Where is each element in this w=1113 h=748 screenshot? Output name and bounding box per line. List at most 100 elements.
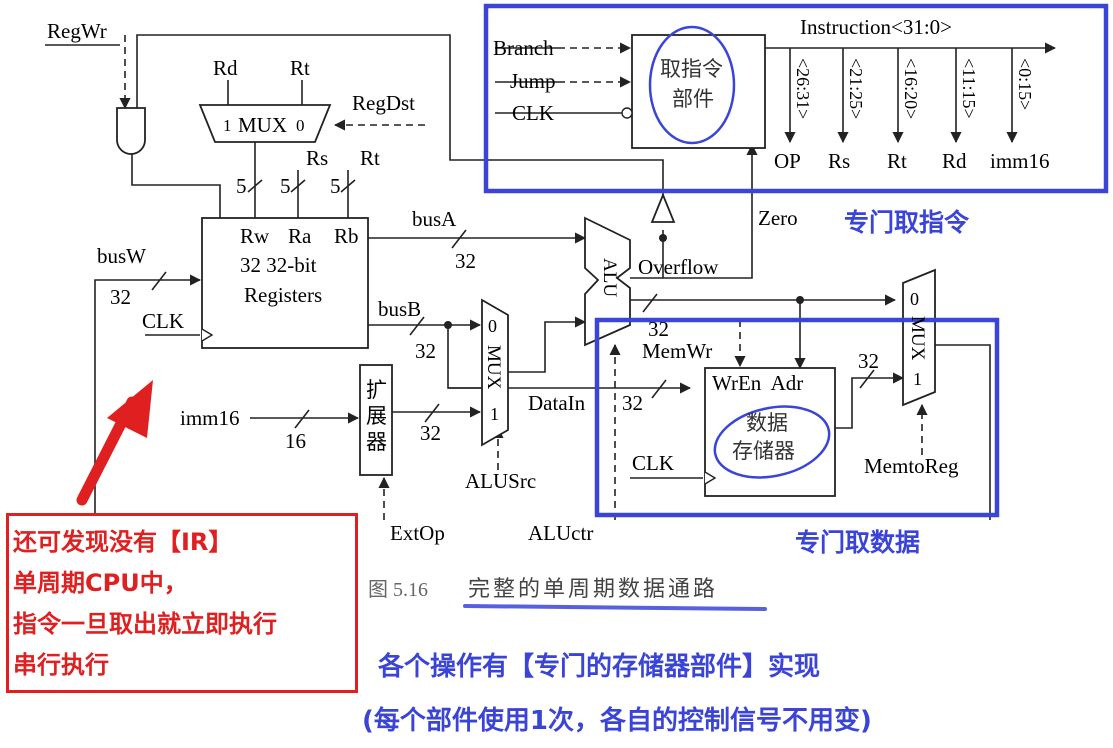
label-memwr: MemWr bbox=[642, 339, 712, 363]
ir-note-line-1: 还可发现没有【IR】 bbox=[13, 528, 233, 556]
label-clk-ifu: CLK bbox=[512, 101, 554, 125]
label-dm-2: 存储器 bbox=[732, 439, 795, 463]
label-mux-b0: 0 bbox=[488, 316, 497, 336]
ir-note-line-4: 串行执行 bbox=[13, 651, 109, 679]
label-regdst: RegDst bbox=[352, 91, 415, 115]
label-clk-dm: CLK bbox=[632, 451, 674, 475]
clk-triangle-dm bbox=[704, 471, 717, 485]
label-ifu-1: 取指令 bbox=[660, 57, 723, 81]
label-busa: busA bbox=[412, 207, 457, 231]
label-rd: Rd bbox=[213, 56, 238, 80]
label-regwr: RegWr bbox=[47, 19, 107, 43]
instruction-fetch-unit bbox=[631, 34, 766, 149]
label-32-ext: 32 bbox=[420, 421, 441, 445]
label-rd-out: Rd bbox=[942, 149, 967, 173]
label-op: OP bbox=[774, 149, 801, 173]
label-reg-line2: Registers bbox=[244, 283, 322, 307]
label-field-rs: <21:25> bbox=[846, 58, 866, 119]
and-gate bbox=[116, 107, 146, 155]
label-imm16: imm16 bbox=[180, 406, 240, 430]
label-field-rt: <16:20> bbox=[901, 58, 921, 119]
label-mux-b: MUX bbox=[483, 345, 504, 390]
label-imm16-out: imm16 bbox=[990, 149, 1050, 173]
data-highlight-box bbox=[594, 317, 1000, 518]
data-memory bbox=[704, 367, 836, 497]
ir-note-line-2: 单周期CPU中， bbox=[13, 569, 188, 597]
label-mux0: 0 bbox=[296, 116, 305, 135]
label-overflow: Overflow bbox=[638, 255, 719, 279]
label-alu: ALU bbox=[599, 258, 620, 297]
ir-note-line-3: 指令一旦取出就立即执行 bbox=[13, 610, 277, 638]
label-mux-out: MUX bbox=[907, 316, 928, 361]
label-rb: Rb bbox=[334, 224, 359, 248]
label-ra: Ra bbox=[288, 224, 312, 248]
label-datain: DataIn bbox=[528, 391, 586, 415]
fetch-circle bbox=[648, 25, 736, 145]
label-16: 16 bbox=[285, 429, 306, 453]
label-ifu-2: 部件 bbox=[672, 87, 714, 111]
label-ext-1: 扩 bbox=[366, 378, 387, 402]
label-mux: MUX bbox=[238, 113, 287, 137]
label-jump: Jump bbox=[510, 69, 556, 93]
memtoreg-mux bbox=[902, 268, 936, 407]
annotation-data: 专门取数据 bbox=[795, 528, 921, 557]
label-mux1: 1 bbox=[223, 116, 232, 135]
label-32-alu: 32 bbox=[648, 317, 669, 341]
label-dm-1: 数据 bbox=[746, 411, 788, 435]
clk-bubble-ifu bbox=[621, 107, 633, 119]
label-rt: Rt bbox=[360, 146, 380, 170]
register-file bbox=[201, 217, 369, 349]
label-memtoreg: MemtoReg bbox=[864, 454, 959, 478]
alusrc-mux bbox=[481, 298, 509, 447]
label-alusrc: ALUSrc bbox=[465, 469, 536, 493]
data-circle bbox=[713, 405, 831, 479]
label-extop: ExtOp bbox=[390, 521, 445, 545]
caption-title: 完整的单周期数据通路 bbox=[468, 576, 718, 601]
label-rs-out: Rs bbox=[828, 149, 850, 173]
label-ext-2: 展 bbox=[366, 404, 387, 428]
label-rs: Rs bbox=[306, 146, 328, 170]
caption-number: 图 5.16 bbox=[368, 579, 428, 601]
extender bbox=[359, 364, 393, 476]
label-rt-top: Rt bbox=[290, 56, 310, 80]
junction-dots bbox=[444, 234, 804, 329]
label-32-dm: 32 bbox=[858, 349, 879, 373]
label-wren-adr: WrEn Adr bbox=[712, 371, 803, 395]
label-rw: Rw bbox=[240, 224, 270, 248]
label-ext-3: 器 bbox=[366, 430, 387, 454]
red-arrow bbox=[76, 380, 153, 506]
label-mux-out1: 1 bbox=[913, 369, 922, 389]
label-5a: 5 bbox=[236, 174, 247, 198]
fetch-highlight-box bbox=[483, 3, 1109, 194]
label-field-imm: <0:15> bbox=[1015, 58, 1035, 110]
label-5c: 5 bbox=[330, 174, 341, 198]
annotation-fetch: 专门取指令 bbox=[844, 208, 970, 237]
label-branch: Branch bbox=[493, 36, 554, 60]
label-32-busa: 32 bbox=[455, 249, 476, 273]
label-reg-line1: 32 32-bit bbox=[240, 253, 317, 277]
label-32-datain: 32 bbox=[622, 391, 643, 415]
label-field-rd: <11:15> bbox=[959, 58, 979, 119]
label-mux-b1: 1 bbox=[490, 404, 499, 424]
caption-underline bbox=[463, 604, 767, 611]
regdst-mux bbox=[198, 104, 332, 143]
zero-buffer bbox=[650, 192, 676, 223]
alu bbox=[584, 216, 631, 347]
annotation-summary: 各个操作有【专门的存储器部件】实现 bbox=[378, 652, 821, 682]
label-clk-regs: CLK bbox=[142, 309, 184, 333]
label-busb: busB bbox=[378, 297, 421, 321]
annotation-note: (每个部件使用1次，各自的控制信号不用变) bbox=[362, 706, 872, 736]
label-busw: busW bbox=[97, 244, 146, 268]
label-zero: Zero bbox=[758, 206, 798, 230]
label-5b: 5 bbox=[280, 174, 291, 198]
clk-triangle-regs bbox=[201, 328, 214, 342]
label-32-busw: 32 bbox=[110, 285, 131, 309]
ir-note-box: 还可发现没有【IR】 单周期CPU中， 指令一旦取出就立即执行 串行执行 bbox=[6, 513, 358, 693]
label-32-busb: 32 bbox=[415, 339, 436, 363]
label-field-op: <26:31> bbox=[793, 58, 813, 119]
label-aluctr: ALUctr bbox=[528, 521, 593, 545]
label-rt-out: Rt bbox=[887, 149, 907, 173]
label-instruction: Instruction<31:0> bbox=[800, 15, 952, 39]
label-mux-out0: 0 bbox=[910, 289, 919, 309]
